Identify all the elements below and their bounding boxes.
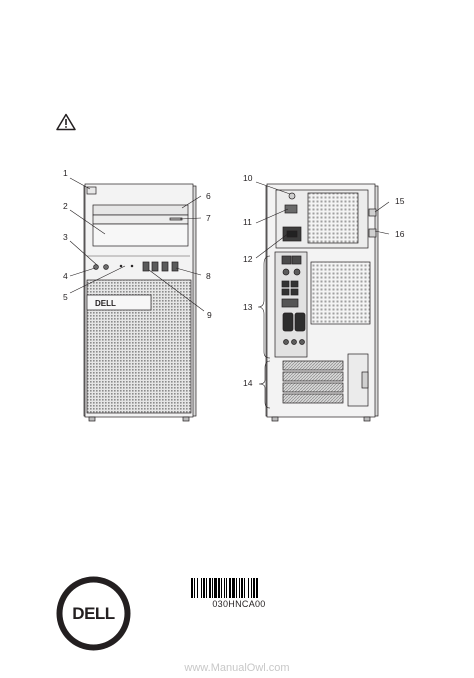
barcode-bar (209, 578, 211, 598)
barcode-bar (224, 578, 225, 598)
svg-text:DELL: DELL (95, 299, 116, 308)
callout-12: 12 (243, 254, 253, 264)
callout-6: 6 (206, 191, 211, 201)
callout-1: 1 (63, 168, 68, 178)
barcode-bar (232, 578, 235, 598)
barcode-bar (229, 578, 231, 598)
barcode-bar (214, 578, 217, 598)
barcode-bar (201, 578, 202, 598)
barcode-bar (226, 578, 227, 598)
callout-8: 8 (206, 271, 211, 281)
callout-5: 5 (63, 292, 68, 302)
front-view: DELL (83, 183, 197, 422)
barcode-bar (203, 578, 205, 598)
callout-13: 13 (243, 302, 253, 312)
barcode (191, 578, 258, 598)
back-view (265, 183, 379, 422)
callout-4: 4 (63, 271, 68, 281)
barcode-bar (206, 578, 207, 598)
barcode-bar (236, 578, 237, 598)
callout-7: 7 (206, 213, 211, 223)
dell-logo: DELL (56, 576, 131, 651)
svg-text:DELL: DELL (72, 604, 115, 623)
barcode-bar (239, 578, 240, 598)
barcode-bar (212, 578, 213, 598)
callout-14: 14 (243, 378, 253, 388)
barcode-bar (197, 578, 198, 598)
callout-2: 2 (63, 201, 68, 211)
barcode-bar (251, 578, 252, 598)
barcode-bar (256, 578, 258, 598)
warning-icon (56, 113, 76, 131)
callout-11: 11 (243, 217, 252, 227)
barcode-bar (241, 578, 243, 598)
watermark: www.ManualOwl.com (184, 662, 290, 674)
computer-tower-diagram: DELL (69, 177, 390, 422)
callout-10: 10 (243, 173, 253, 183)
barcode-bar (253, 578, 255, 598)
callout-15: 15 (395, 196, 405, 206)
callout-16: 16 (395, 229, 405, 239)
barcode-bar (244, 578, 245, 598)
barcode-bar (221, 578, 222, 598)
barcode-bar (194, 578, 195, 598)
barcode-bar (218, 578, 220, 598)
barcode-bar (191, 578, 193, 598)
callout-9: 9 (207, 310, 212, 320)
barcode-text: 030HNCA00 (212, 599, 266, 609)
callout-3: 3 (63, 232, 68, 242)
barcode-bar (248, 578, 249, 598)
